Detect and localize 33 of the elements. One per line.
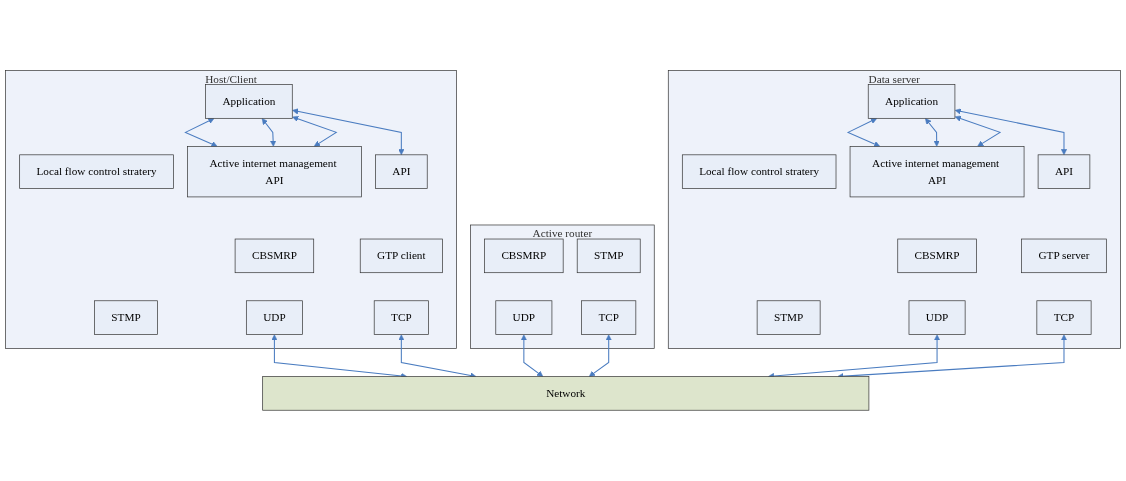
arrow bbox=[588, 334, 612, 377]
node-box: Local flow control stratery bbox=[19, 154, 174, 189]
node-box: STMP bbox=[94, 300, 158, 335]
node-box: GTP server bbox=[1021, 238, 1107, 274]
node-box: Local flow control stratery bbox=[681, 154, 837, 189]
node-box: API bbox=[1037, 154, 1091, 189]
node-box: Network bbox=[262, 376, 870, 411]
node-box: TCP bbox=[373, 300, 429, 335]
node-box: STMP bbox=[756, 300, 821, 335]
node-box: CBSMRP bbox=[234, 238, 315, 274]
node-box: UDP bbox=[246, 300, 303, 335]
node-box: Active internet management API bbox=[187, 146, 362, 198]
node-box: UDP bbox=[908, 300, 966, 335]
arrow bbox=[954, 108, 1068, 156]
node-box: UDP bbox=[495, 300, 553, 335]
node-box: CBSMRP bbox=[897, 238, 977, 274]
node-box: TCP bbox=[581, 300, 637, 335]
node-box: API bbox=[375, 154, 428, 189]
node-box: CBSMRP bbox=[484, 238, 564, 274]
node-box: Application bbox=[867, 84, 956, 119]
node-box: GTP client bbox=[359, 238, 443, 274]
arrow bbox=[520, 334, 544, 377]
arrow bbox=[261, 118, 277, 147]
node-box: Application bbox=[205, 84, 293, 119]
arrow bbox=[292, 108, 405, 156]
node-box: TCP bbox=[1036, 300, 1092, 335]
node-box: Active internet management API bbox=[849, 146, 1025, 198]
arrow bbox=[292, 115, 338, 147]
arrow bbox=[925, 118, 940, 147]
arrow bbox=[846, 118, 881, 148]
arrow bbox=[954, 115, 1002, 147]
node-box: STMP bbox=[576, 238, 641, 274]
arrow bbox=[184, 118, 218, 148]
